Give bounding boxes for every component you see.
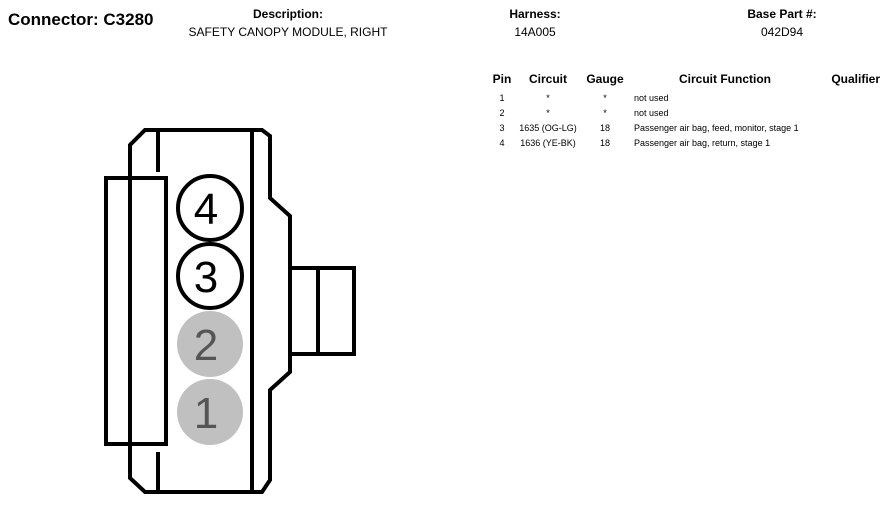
harness-label: Harness: bbox=[509, 7, 561, 21]
connector-side-tab bbox=[290, 266, 356, 356]
header-circuit-function: Circuit Function bbox=[679, 72, 771, 86]
pin-number: 1 bbox=[194, 389, 218, 438]
pin-number: 2 bbox=[194, 321, 218, 370]
cell-pin: 2 bbox=[499, 107, 505, 118]
cell-gauge: * bbox=[603, 92, 607, 103]
base-part-value: 042D94 bbox=[760, 25, 804, 39]
cell-circuit: 1635 (OG-LG) bbox=[519, 122, 577, 133]
table-row: 3 1635 (OG-LG) 18 Passenger air bag, fee… bbox=[488, 120, 880, 135]
pin-cavity-1: 1 bbox=[177, 379, 243, 445]
table-row: 2 * * not used bbox=[488, 105, 880, 120]
cell-qualifier bbox=[820, 105, 880, 120]
pin-circle bbox=[176, 242, 244, 310]
cell-qualifier bbox=[820, 135, 880, 150]
pin-table: Pin Circuit Gauge Circuit Function Quali… bbox=[488, 72, 880, 150]
header-gauge: Gauge bbox=[586, 72, 624, 86]
connector-title: Connector: C3280 bbox=[8, 10, 154, 29]
table-row: 1 * * not used bbox=[488, 90, 880, 105]
pin-number: 4 bbox=[194, 185, 218, 234]
cell-pin: 1 bbox=[499, 92, 505, 103]
cell-gauge: 18 bbox=[599, 122, 610, 133]
header-pin: Pin bbox=[492, 72, 512, 86]
cell-gauge: 18 bbox=[599, 137, 610, 148]
cell-circuit-function: not used bbox=[634, 107, 669, 118]
pin-table-header: Pin Circuit Gauge Circuit Function Quali… bbox=[488, 72, 880, 90]
connector-pins: 4 3 2 1 bbox=[176, 174, 244, 445]
header-qualifier: Qualifier bbox=[831, 72, 880, 86]
pin-circle bbox=[176, 174, 244, 242]
base-part-label: Base Part #: bbox=[747, 7, 817, 21]
cell-gauge: * bbox=[603, 107, 607, 118]
harness-value: 14A005 bbox=[514, 25, 556, 39]
pin-circle bbox=[177, 311, 243, 377]
connector-diagram: 4 3 2 1 bbox=[104, 128, 356, 494]
cell-pin: 4 bbox=[499, 137, 505, 148]
cell-qualifier bbox=[820, 90, 880, 105]
pin-circle bbox=[177, 379, 243, 445]
cell-pin: 3 bbox=[499, 122, 505, 133]
cell-circuit: * bbox=[546, 92, 550, 103]
pin-number: 3 bbox=[194, 253, 218, 302]
description-label: Description: bbox=[252, 7, 323, 21]
cell-circuit-function: not used bbox=[634, 92, 669, 103]
cell-circuit-function: Passenger air bag, feed, monitor, stage … bbox=[634, 122, 799, 133]
cell-circuit: 1636 (YE-BK) bbox=[520, 137, 576, 148]
cell-qualifier bbox=[820, 120, 880, 135]
connector-housing bbox=[128, 128, 292, 494]
connector-latch bbox=[104, 176, 168, 446]
cell-circuit-function: Passenger air bag, return, stage 1 bbox=[634, 137, 771, 148]
header-circuit: Circuit bbox=[528, 72, 567, 86]
pin-cavity-2: 2 bbox=[177, 311, 243, 377]
description-value: SAFETY CANOPY MODULE, RIGHT bbox=[188, 25, 388, 39]
table-row: 4 1636 (YE-BK) 18 Passenger air bag, ret… bbox=[488, 135, 880, 150]
pin-cavity-3: 3 bbox=[176, 242, 244, 310]
pin-cavity-4: 4 bbox=[176, 174, 244, 242]
cell-circuit: * bbox=[546, 107, 550, 118]
